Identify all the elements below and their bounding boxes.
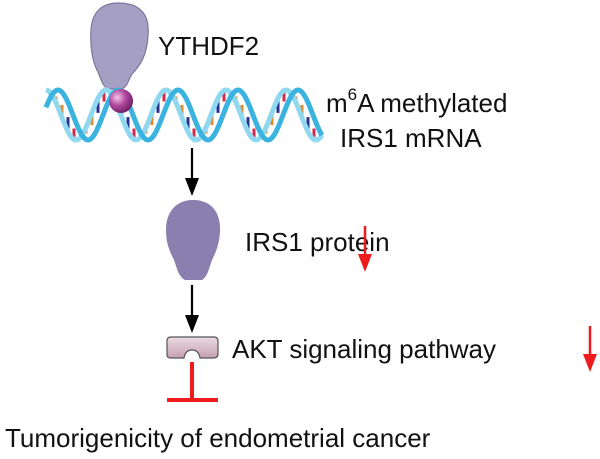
arrow-down-icon — [185, 285, 199, 333]
inhibition-bar-icon — [167, 362, 218, 402]
irs1-protein-label: IRS1 protein — [245, 227, 390, 257]
decrease-arrow-icon — [583, 326, 597, 372]
mrna-label-line2: IRS1 mRNA — [340, 123, 482, 153]
irs1-protein-icon — [166, 200, 221, 280]
arrow-down-icon — [185, 148, 199, 196]
outcome-label: Tumorigenicity of endometrial cancer — [5, 423, 431, 453]
m6a-modification-icon — [109, 89, 133, 113]
mrna-label-line1: m6A methylated — [326, 85, 507, 118]
ythdf2-label: YTHDF2 — [158, 31, 259, 61]
akt-label: AKT signaling pathway — [232, 334, 496, 364]
decrease-arrow-icon — [358, 226, 372, 272]
mrna-helix-icon — [43, 87, 325, 143]
ythdf2-protein-icon — [90, 2, 149, 90]
akt-receptor-icon — [166, 336, 219, 359]
helix-strand — [45, 87, 324, 143]
helix-strand — [43, 87, 325, 143]
